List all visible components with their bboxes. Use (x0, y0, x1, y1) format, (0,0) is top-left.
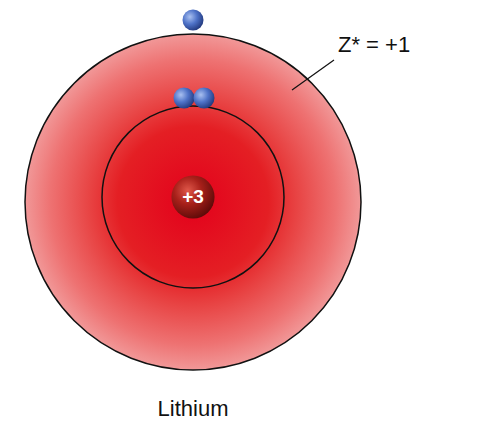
inner-shell (102, 106, 284, 288)
element-caption: Lithium (158, 396, 229, 422)
nucleus: +3 (171, 175, 215, 219)
electron (194, 88, 215, 109)
outer-shell (25, 34, 361, 370)
electron (183, 10, 204, 31)
effective-charge-label: Z* = +1 (338, 32, 410, 58)
leader-line (292, 60, 334, 90)
nucleus-charge: +3 (182, 186, 204, 208)
electron (174, 88, 195, 109)
